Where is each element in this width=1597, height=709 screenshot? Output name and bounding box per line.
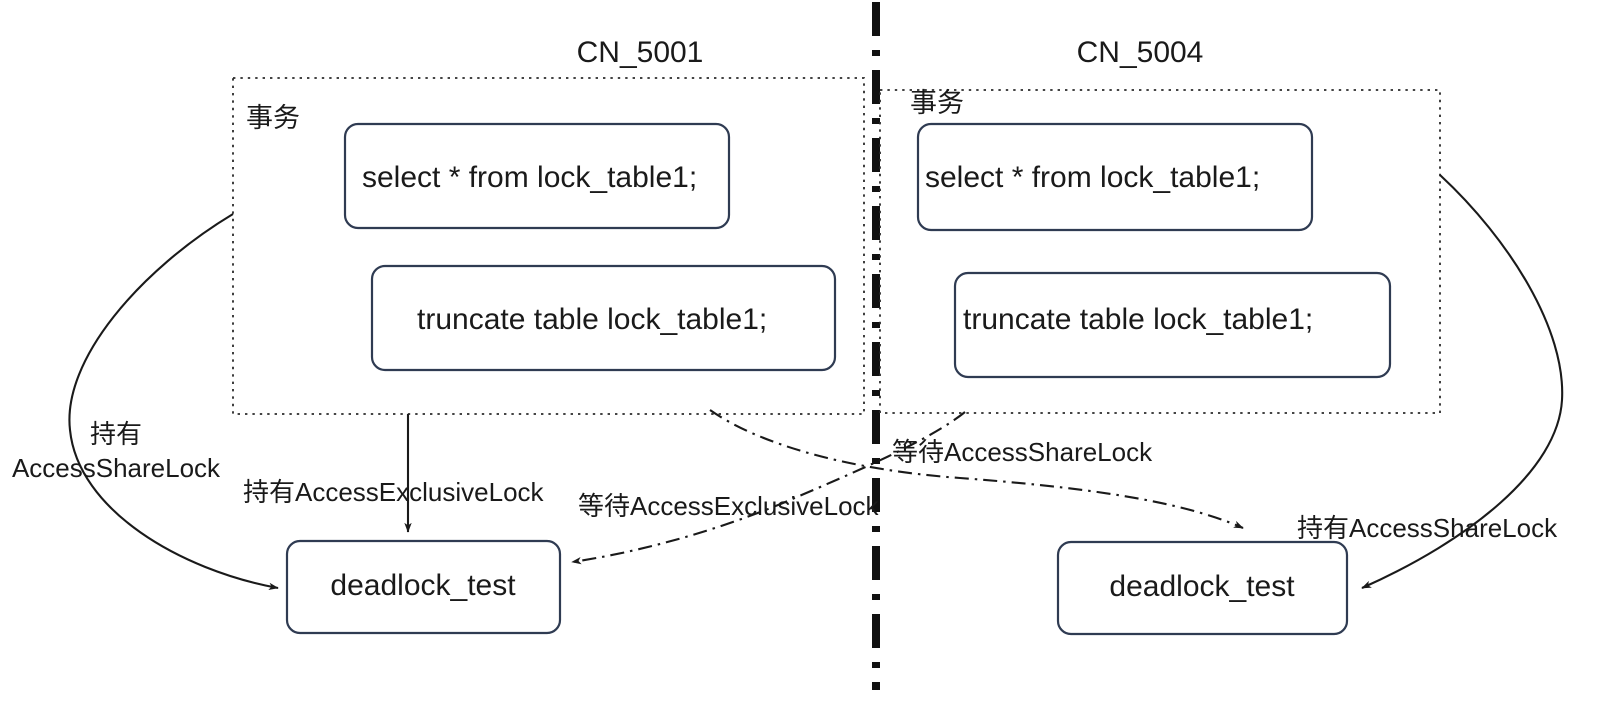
edge-left-hold-share-lock — [68, 213, 279, 590]
right-truncate-statement-box[interactable] — [953, 271, 1392, 379]
left-transaction-label: 事务 — [246, 103, 300, 133]
right-transaction-label: 事务 — [910, 88, 964, 118]
left-resource-box[interactable] — [285, 539, 562, 635]
edge-label-right-hold-share: 持有AccessShareLock — [1297, 513, 1558, 543]
edge-label-left-hold-share-line2: AccessShareLock — [11, 453, 221, 483]
left-resource-label: deadlock_test — [330, 569, 516, 602]
edge-label-left-wait-share: 等待AccessShareLock — [892, 437, 1153, 467]
right-transaction-container — [879, 89, 1441, 414]
right-resource-box[interactable] — [1056, 540, 1349, 636]
right-truncate-statement-text: truncate table lock_table1; — [963, 303, 1314, 336]
left-truncate-statement-text: truncate table lock_table1; — [417, 303, 768, 336]
left-node-title: CN_5001 — [576, 36, 704, 69]
left-truncate-statement-box[interactable] — [370, 264, 837, 372]
edge-label-right-wait-exclusive: 等待AccessExclusiveLock — [578, 491, 879, 521]
left-select-statement-box[interactable] — [343, 122, 731, 230]
edge-label-left-hold-exclusive: 持有AccessExclusiveLock — [243, 477, 544, 507]
right-select-statement-text: select * from lock_table1; — [925, 161, 1261, 194]
right-node-title: CN_5004 — [1076, 36, 1204, 69]
edge-right-hold-share-lock — [1361, 174, 1564, 589]
left-select-statement-text: select * from lock_table1; — [362, 161, 698, 194]
right-select-statement-box[interactable] — [916, 122, 1314, 232]
right-resource-label: deadlock_test — [1109, 570, 1295, 603]
left-transaction-container — [232, 77, 865, 415]
edge-right-wait-exclusive-lock — [571, 411, 966, 565]
edge-label-left-hold-share-line1: 持有 — [89, 419, 143, 449]
edge-left-wait-share-lock — [709, 409, 1244, 529]
